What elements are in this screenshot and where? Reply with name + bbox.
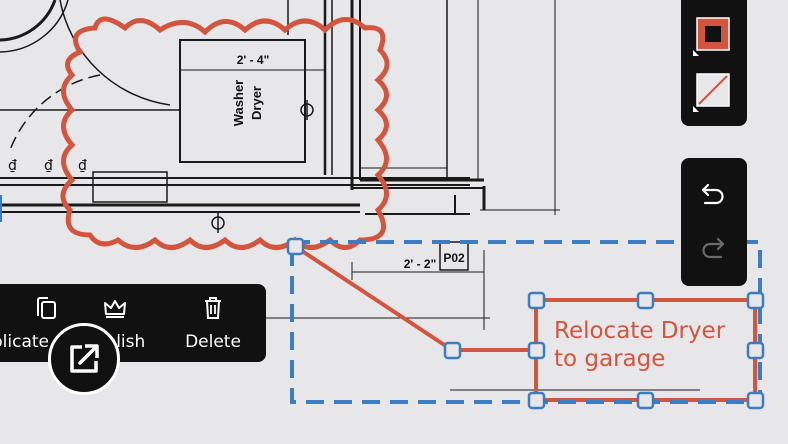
duplicate-menu-item[interactable]: Duplicate (0, 296, 58, 352)
handle-top-right (746, 291, 765, 310)
fill-none-icon (696, 73, 730, 107)
revision-cloud-markup[interactable] (60, 16, 390, 250)
delete-menu-item[interactable]: Delete (173, 296, 253, 352)
handle-bottom-middle (636, 391, 655, 410)
delete-label: Delete (185, 332, 241, 352)
undo-button[interactable] (695, 176, 731, 212)
trash-icon (203, 296, 223, 320)
callout-text-line2[interactable]: to garage (554, 346, 665, 372)
svg-text:₫: ₫ (78, 158, 87, 174)
selection-bounding-box[interactable] (290, 240, 762, 404)
appliance-label-washer: Washer (231, 80, 246, 126)
handle-leader-start (286, 237, 305, 256)
crown-icon (103, 296, 127, 320)
duplicate-icon (36, 296, 58, 320)
dimension-label-top: 2' - 4" (237, 53, 270, 67)
fill-color-button[interactable] (693, 72, 731, 112)
duplicate-label: Duplicate (0, 332, 49, 352)
handle-top-middle (636, 291, 655, 310)
open-external-icon (70, 344, 99, 373)
drawing-tag: P02 (443, 251, 465, 265)
svg-text:₫: ₫ (44, 158, 53, 174)
svg-text:₫: ₫ (8, 158, 17, 174)
dimension-label-bottom: 2' - 2" (404, 257, 437, 271)
floor-plan-linework: ₫ ₫ ₫ (0, 0, 700, 391)
history-panel (681, 158, 747, 286)
appliance-label-dryer: Dryer (249, 86, 264, 120)
open-external-button[interactable] (48, 323, 120, 395)
redo-icon (702, 237, 725, 259)
stroke-color-icon (696, 17, 730, 51)
selection-handles[interactable] (286, 237, 765, 410)
handle-bottom-right (746, 391, 765, 410)
callout-text-line1[interactable]: Relocate Dryer (554, 318, 726, 344)
context-menu: Duplicate Publish Delete (0, 284, 266, 362)
undo-icon (701, 183, 724, 205)
handle-bottom-left (527, 391, 546, 410)
stroke-color-button[interactable] (693, 16, 731, 56)
redo-button[interactable] (695, 230, 731, 266)
style-panel (681, 0, 747, 126)
handle-top-left (527, 291, 546, 310)
handle-middle-right (746, 341, 765, 360)
callout-leader[interactable] (294, 245, 536, 352)
handle-middle-left (527, 341, 546, 360)
handle-leader-elbow (443, 341, 462, 360)
